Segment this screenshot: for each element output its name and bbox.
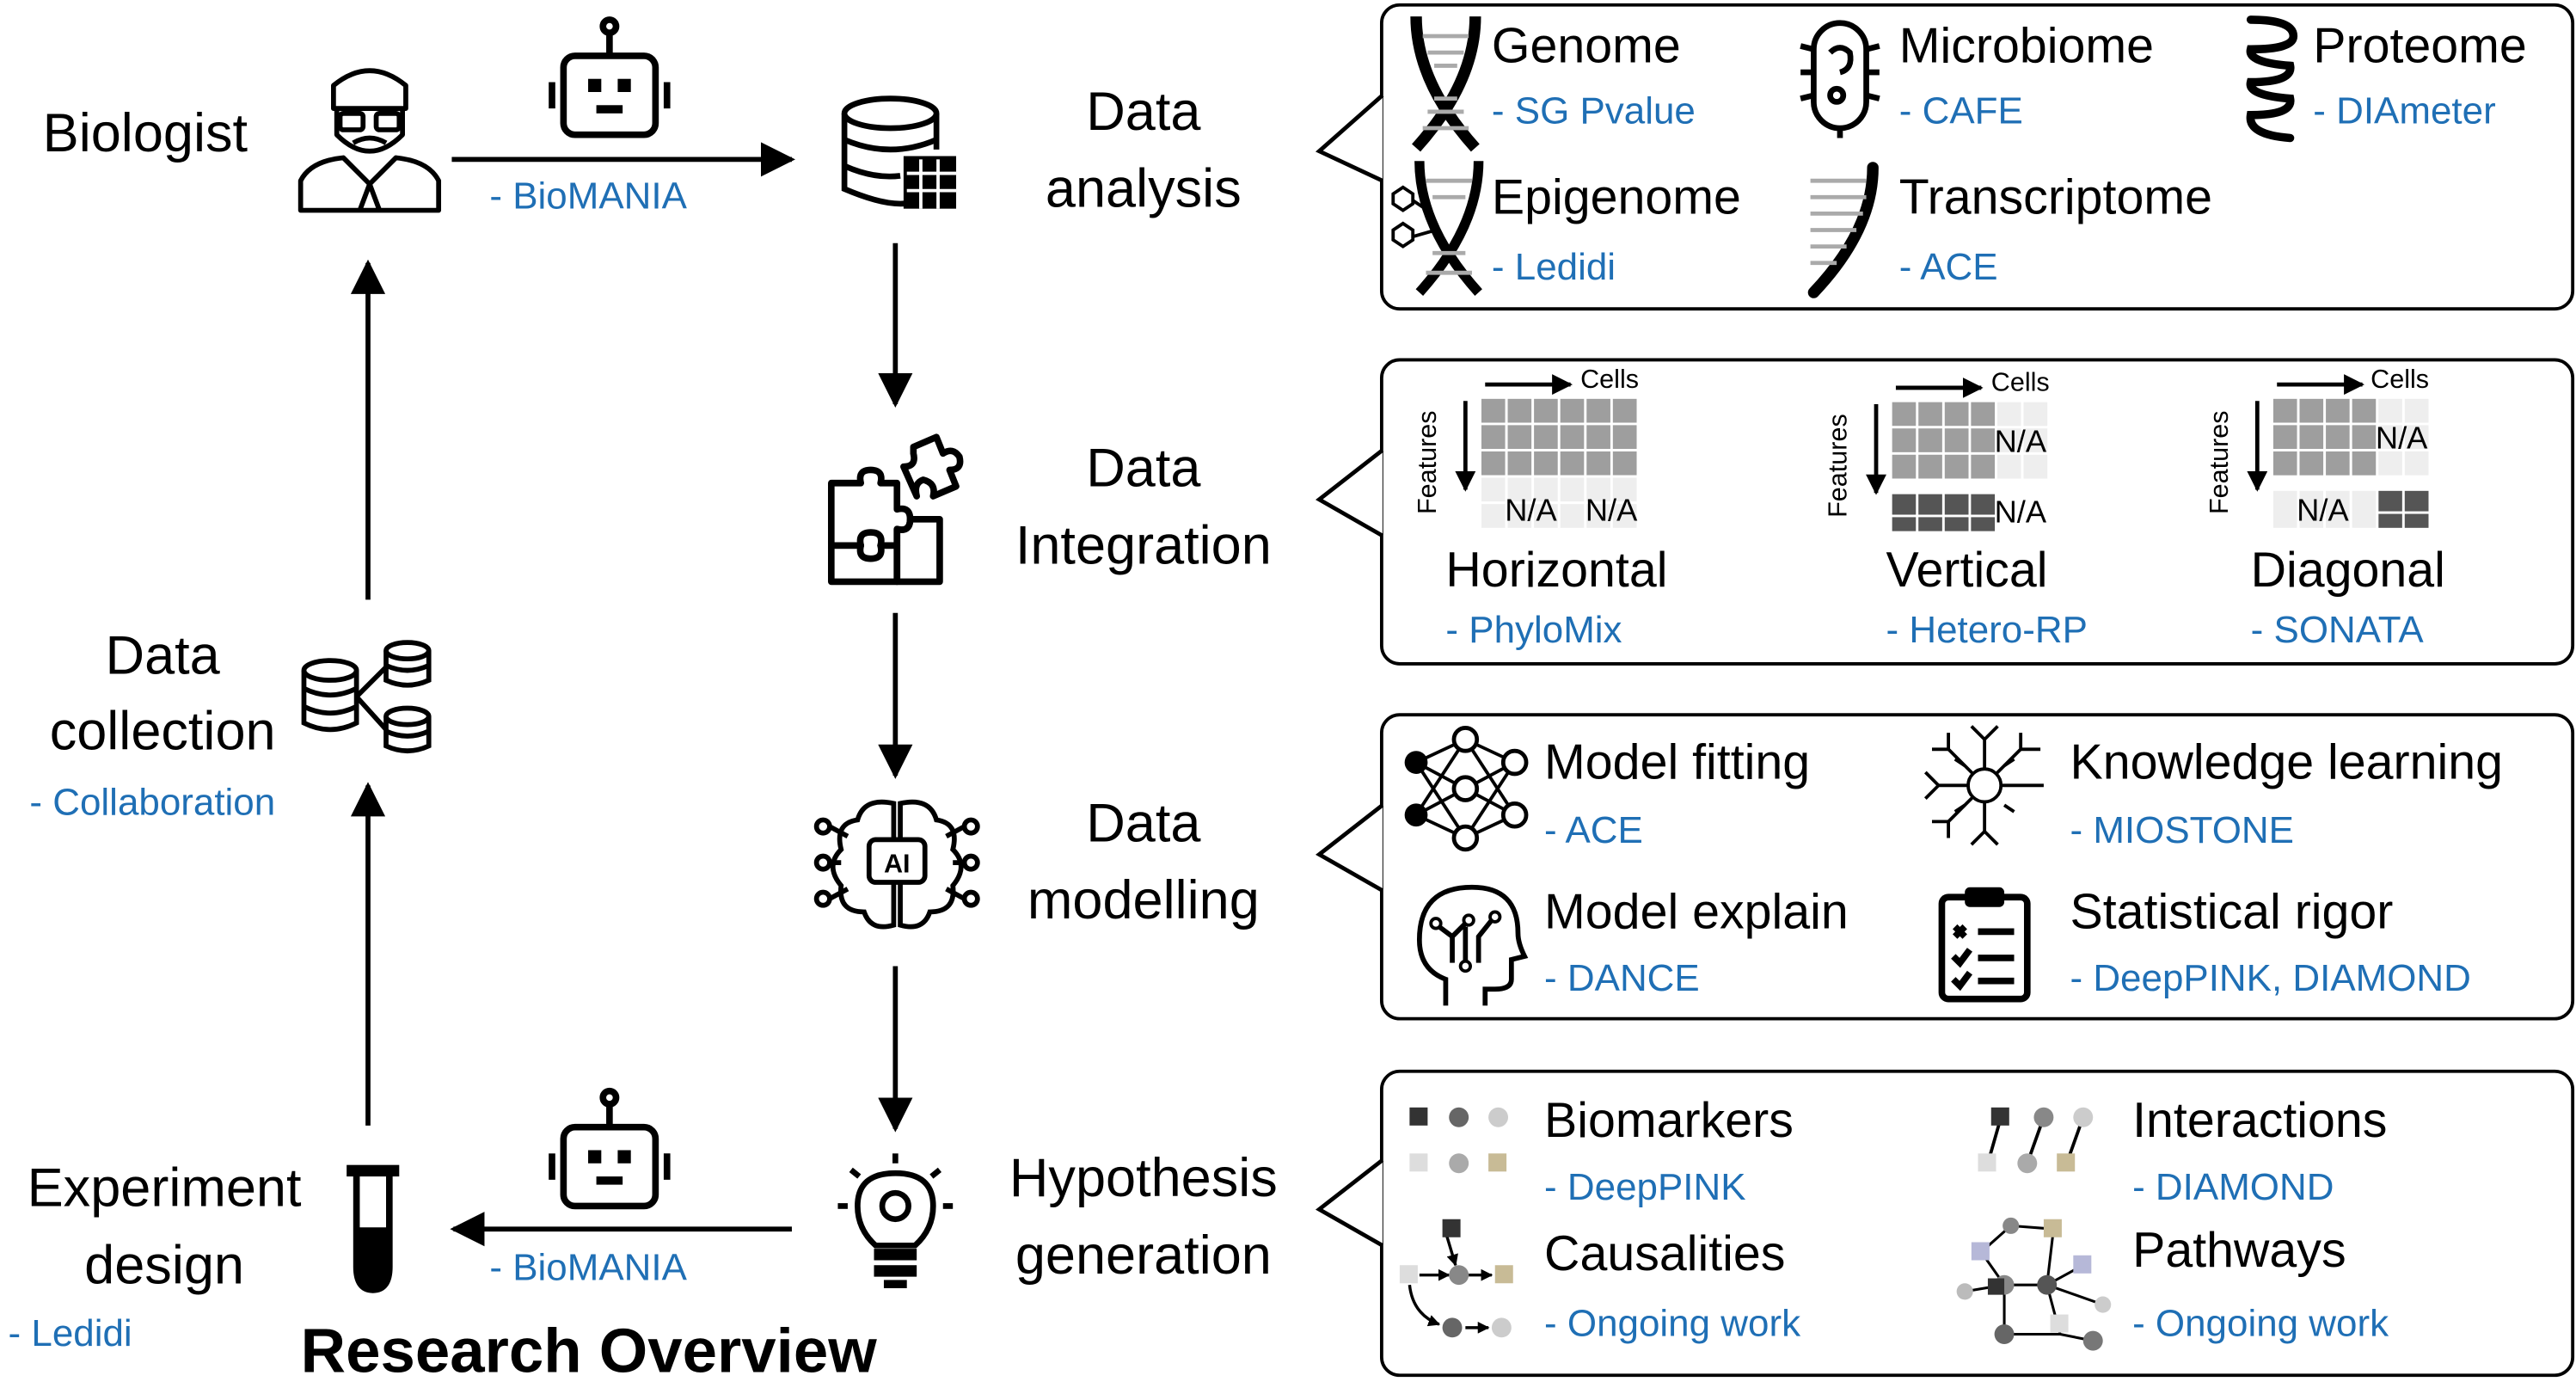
diagonal-tool: - SONATA	[2250, 607, 2424, 651]
model-explain-tool: - DANCE	[1544, 956, 1700, 999]
horizontal-cells-axis: Cells	[1580, 366, 1640, 395]
hypothesis-panel-pointer	[1316, 1158, 1384, 1248]
svg-text:AI: AI	[884, 850, 911, 879]
hypothesis-panel	[1379, 1069, 2575, 1378]
microbiome-tool: - CAFE	[1898, 89, 2023, 132]
vertical-features-axis: Features	[1825, 414, 1854, 518]
stage-analysis-line1: Data	[1086, 80, 1201, 142]
vertical-cells-axis: Cells	[1990, 369, 2050, 398]
causalities-tool: - Ongoing work	[1544, 1301, 1801, 1344]
analysis-panel	[1379, 3, 2575, 311]
head-circuit-icon	[1416, 884, 1529, 1006]
analysis-panel-pointer	[1315, 94, 1384, 183]
horizontal-integration-matrix	[1455, 374, 1640, 531]
epigenome-label: Epigenome	[1491, 170, 1741, 225]
stage-integration-line2: Integration	[1015, 514, 1272, 575]
genome-label: Genome	[1491, 19, 1681, 74]
vertical-label: Vertical	[1886, 543, 2048, 599]
biomarkers-icon	[1409, 1107, 1509, 1174]
horizontal-tool: - PhyloMix	[1445, 607, 1622, 651]
stage-analysis-line2: analysis	[1045, 157, 1242, 219]
robot-icon-bottom	[549, 1087, 671, 1210]
stage-integration-line1: Data	[1086, 437, 1201, 498]
transcriptome-label: Transcriptome	[1898, 170, 2212, 225]
experiment-design-label-line1: Experiment	[27, 1157, 302, 1218]
epigenome-icon	[1391, 161, 1484, 296]
horizontal-na-right: N/A	[1585, 494, 1638, 530]
data-collection-label-line1: Data	[105, 624, 220, 685]
model-fitting-tool: - ACE	[1544, 808, 1643, 851]
clipboard-checklist-icon	[1938, 887, 2031, 1003]
dna-icon	[1410, 16, 1481, 152]
test-tube-icon	[347, 1164, 400, 1293]
puzzle-icon	[827, 433, 964, 586]
biologist-icon	[297, 68, 442, 213]
vertical-na-bottom: N/A	[1994, 496, 2047, 531]
biomarkers-label: Biomarkers	[1544, 1094, 1794, 1149]
interactions-icon	[1978, 1107, 2094, 1174]
model-explain-label: Model explain	[1544, 885, 1849, 940]
diagonal-na-top: N/A	[2375, 422, 2428, 457]
model-fitting-label: Model fitting	[1544, 735, 1811, 791]
proteome-label: Proteome	[2313, 19, 2527, 74]
interactions-label: Interactions	[2132, 1094, 2388, 1149]
stage-modelling-line1: Data	[1086, 791, 1201, 853]
diagonal-cells-axis: Cells	[2371, 366, 2430, 395]
vertical-na-top: N/A	[1994, 425, 2047, 460]
databases-icon	[301, 640, 432, 754]
statistical-rigor-label: Statistical rigor	[2070, 885, 2394, 940]
statistical-rigor-tool: - DeepPINK, DIAMOND	[2070, 956, 2471, 999]
proteome-tool: - DIAmeter	[2313, 89, 2496, 132]
causalities-icon	[1399, 1219, 1513, 1338]
ai-brain-icon: AI	[813, 799, 980, 930]
diagonal-label: Diagonal	[2250, 543, 2445, 599]
genome-tool: - SG Pvalue	[1491, 89, 1696, 132]
horizontal-na-left: N/A	[1505, 494, 1557, 530]
pathways-icon	[1956, 1217, 2112, 1351]
neural-network-icon	[1404, 726, 1529, 852]
horizontal-features-axis: Features	[1414, 410, 1443, 515]
biomania-bottom-tool: - BioMANIA	[489, 1245, 687, 1288]
transcriptome-icon	[1807, 162, 1879, 298]
experiment-design-label-line2: design	[84, 1233, 244, 1295]
diagonal-na-bottom: N/A	[2297, 494, 2349, 530]
stage-modelling-line2: modelling	[1027, 869, 1260, 930]
biologist-label: Biologist	[42, 101, 248, 163]
lightbulb-icon	[837, 1153, 954, 1288]
database-grid-icon	[841, 95, 957, 209]
knowledge-learning-tool: - MIOSTONE	[2070, 808, 2294, 851]
vertical-integration-matrix	[1866, 377, 2051, 534]
microbiome-label: Microbiome	[1898, 19, 2155, 74]
phylogenetic-tree-icon	[1923, 725, 2044, 846]
ledidi-tool: - Ledidi	[8, 1311, 132, 1354]
integration-panel-pointer	[1316, 448, 1384, 537]
stage-hypothesis-line1: Hypothesis	[1009, 1146, 1278, 1208]
biomarkers-tool: - DeepPINK	[1544, 1164, 1746, 1208]
pathways-label: Pathways	[2132, 1224, 2346, 1279]
epigenome-tool: - Ledidi	[1491, 244, 1616, 288]
diagonal-features-axis: Features	[2206, 410, 2235, 515]
diagonal-integration-matrix	[2247, 374, 2432, 531]
robot-icon-top	[549, 16, 671, 138]
horizontal-label: Horizontal	[1445, 543, 1668, 599]
transcriptome-tool: - ACE	[1898, 244, 1998, 288]
modelling-panel	[1379, 713, 2575, 1021]
vertical-tool: - Hetero-RP	[1886, 607, 2088, 651]
biomania-top-tool: - BioMANIA	[489, 174, 687, 218]
protein-helix-icon	[2246, 15, 2298, 143]
interactions-tool: - DIAMOND	[2132, 1164, 2334, 1208]
page-title: Research Overview	[300, 1317, 877, 1387]
pathways-tool: - Ongoing work	[2132, 1301, 2389, 1344]
data-collection-label-line2: collection	[49, 699, 276, 761]
causalities-label: Causalities	[1544, 1227, 1786, 1282]
stage-hypothesis-line2: generation	[1015, 1224, 1272, 1286]
collaboration-tool: - Collaboration	[29, 780, 276, 824]
modelling-panel-pointer	[1316, 803, 1384, 893]
knowledge-learning-label: Knowledge learning	[2070, 735, 2504, 791]
microbe-icon	[1800, 20, 1880, 138]
